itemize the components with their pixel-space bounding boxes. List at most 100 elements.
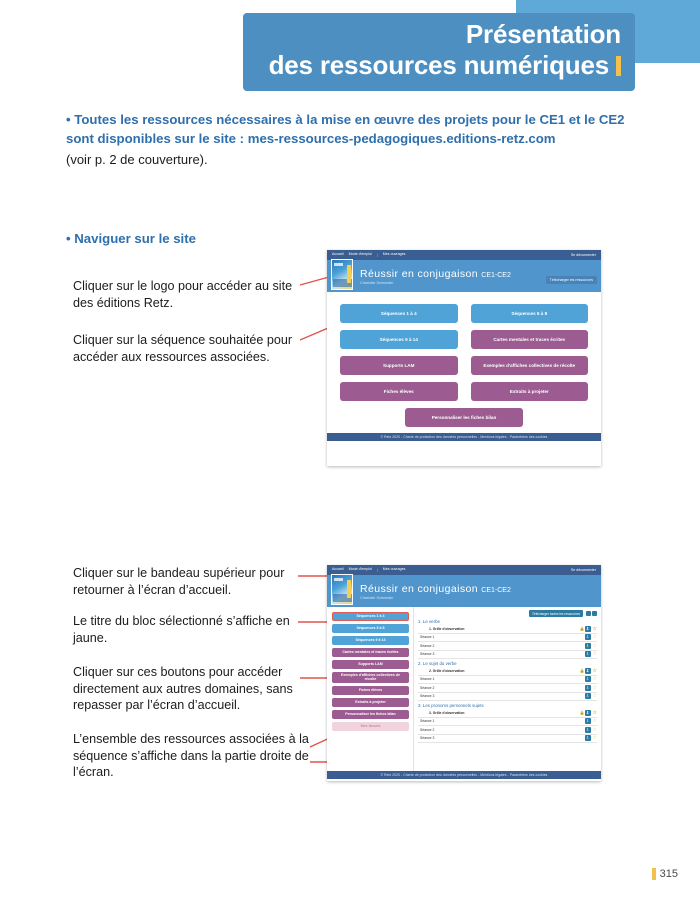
- domain-title-2: 2. Le sujet du verbe: [418, 661, 457, 666]
- domain-title-3: 3. Les pronoms personnels sujets: [418, 703, 484, 708]
- sidebar-item-mes-favoris[interactable]: Mes favoris: [332, 721, 409, 731]
- star-icon[interactable]: ☆: [592, 684, 597, 691]
- resource-name: 3. Grille d'observation: [429, 710, 465, 715]
- page-title-line2: des ressources numériques: [257, 50, 621, 81]
- mock2-footer: © Retz 2020 - Charte de protection des d…: [327, 771, 601, 779]
- star-icon[interactable]: ☆: [592, 634, 597, 641]
- domain-group: 3. Les pronoms personnels sujets 3. Gril…: [418, 703, 597, 743]
- download-icon[interactable]: ⇩: [584, 726, 591, 733]
- mock1-btn-cartes-mentales[interactable]: Cartes mentales et traces écrites: [470, 330, 588, 349]
- sidebar-item-fiches-eleves[interactable]: Fiches élèves: [332, 685, 409, 695]
- mock1-btn-extraits-a-projeter[interactable]: Extraits à projeter: [470, 382, 588, 401]
- lock-icon: 🔒: [579, 710, 585, 716]
- page-number: 315: [652, 868, 678, 880]
- resource-name: Séance 3: [420, 736, 435, 741]
- table-row[interactable]: Séance 3 ⇩☆: [418, 651, 597, 659]
- table-row[interactable]: Séance 3⇩☆: [418, 693, 597, 701]
- mock2-nav-logout[interactable]: Se déconnecter: [570, 568, 596, 572]
- section-heading-naviguer: • Naviguer sur le site: [66, 231, 196, 246]
- table-row[interactable]: Séance 2⇩☆: [418, 684, 597, 693]
- sidebar-item-affiches-collectives[interactable]: Exemples d'affiches collectives de récol…: [332, 672, 409, 683]
- sidebar-item-extraits-a-projeter[interactable]: Extraits à projeter: [332, 697, 409, 707]
- mock1-nav-accueil[interactable]: Accueil: [332, 252, 344, 257]
- mock1-hero-banner[interactable]: Réussir en conjugaison CE1-CE2 Charlotte…: [327, 259, 601, 292]
- sidebar-item-supports-lam[interactable]: Supports LAM: [332, 660, 409, 669]
- download-icon[interactable]: ⇩: [584, 676, 591, 683]
- sidebar-item-sequences-5-8[interactable]: Séquences 5 à 8: [332, 624, 409, 633]
- table-row[interactable]: 1. Grille d'observation🔒⇩☆: [418, 625, 597, 634]
- mock2-toolbar: Télécharger toutes les ressources: [418, 610, 597, 617]
- note-logo: Cliquer sur le logo pour accéder au site…: [73, 279, 293, 310]
- mock1-nav-mode-emploi[interactable]: Mode d'emploi: [348, 252, 372, 257]
- resource-name: Séance 2: [420, 727, 435, 732]
- mock2-sidebar: Séquences 1 à 4 Séquences 5 à 8 Séquence…: [327, 607, 413, 771]
- star-icon[interactable]: ☆: [592, 651, 597, 658]
- table-row[interactable]: 2. Grille d'observation🔒⇩☆: [418, 667, 597, 676]
- star-icon[interactable]: ☆: [592, 642, 597, 649]
- download-icon[interactable]: ⇩: [584, 642, 591, 649]
- download-icon[interactable]: ⇩: [584, 735, 591, 742]
- mock2-nav-mes-ouvrages[interactable]: Mes ouvrages: [382, 567, 406, 572]
- mock1-nav-logout[interactable]: Se déconnecter: [570, 253, 596, 257]
- domain-group: 1. Le verbe 1. Grille d'observation🔒⇩☆ S…: [418, 619, 597, 659]
- star-icon[interactable]: ☆: [592, 676, 597, 683]
- star-icon[interactable]: ☆: [592, 726, 597, 733]
- mock2-hero-title: Réussir en conjugaison CE1-CE2: [360, 583, 511, 595]
- star-icon[interactable]: ☆: [592, 693, 597, 700]
- download-icon[interactable]: ⇩: [584, 684, 591, 691]
- sidebar-item-cartes-mentales[interactable]: Cartes mentales et traces écrites: [332, 648, 409, 657]
- download-icon[interactable]: ⇩: [584, 651, 591, 658]
- table-row[interactable]: Séance 1⇩☆: [418, 634, 597, 642]
- mock1-btn-supports-lam[interactable]: Supports LAM: [340, 356, 458, 375]
- mock2-hero-banner[interactable]: Réussir en conjugaison CE1-CE2 Charlotte…: [327, 574, 601, 607]
- star-icon[interactable]: ☆: [592, 625, 597, 632]
- download-icon[interactable]: ⇩: [584, 693, 591, 700]
- star-icon[interactable]: ☆: [592, 718, 597, 725]
- mock1-hero-title: Réussir en conjugaison CE1-CE2: [360, 268, 511, 280]
- table-row[interactable]: 3. Grille d'observation 🔒⇩☆: [418, 709, 597, 718]
- mock1-hero-level: CE1-CE2: [481, 271, 511, 279]
- view-grid-toggle-icon[interactable]: [586, 611, 597, 616]
- download-icon[interactable]: ⇩: [584, 709, 591, 716]
- mock1-btn-sequences-1-4[interactable]: Séquences 1 à 4: [340, 304, 458, 323]
- sidebar-item-sequences-1-4[interactable]: Séquences 1 à 4: [332, 612, 409, 621]
- mock1-btn-sequences-9-14[interactable]: Séquences 9 à 14: [340, 330, 458, 349]
- mock1-btn-affiches-collectives[interactable]: Exemples d'affiches collectives de récol…: [470, 356, 588, 375]
- download-all-resources-button[interactable]: Télécharger toutes les ressources: [528, 610, 583, 617]
- table-row[interactable]: Séance 2⇩☆: [418, 642, 597, 651]
- mock1-btn-personnaliser-fiches-bilan[interactable]: Personnaliser les fiches bilan: [405, 408, 523, 427]
- note-bandeau: Cliquer sur le bandeau supérieur pour re…: [73, 566, 285, 597]
- mock1-left-column: Séquences 1 à 4 Séquences 9 à 14 Support…: [340, 304, 458, 401]
- book-cover-thumbnail[interactable]: [331, 259, 353, 290]
- lock-icon: 🔒: [579, 626, 585, 632]
- mock1-footer: © Retz 2020 - Charte de protection des d…: [327, 433, 601, 441]
- mock2-nav-accueil[interactable]: Accueil: [332, 567, 344, 572]
- page-number-value: 315: [659, 868, 678, 880]
- resource-name: Séance 3: [420, 652, 435, 657]
- table-row[interactable]: Séance 1⇩☆: [418, 676, 597, 684]
- star-icon[interactable]: ☆: [592, 709, 597, 716]
- table-row[interactable]: Séance 3 ⇩☆: [418, 735, 597, 743]
- page-number-accent-bar-icon: [652, 868, 656, 880]
- mock1-nav-mes-ouvrages[interactable]: Mes ouvrages: [382, 252, 406, 257]
- download-icon[interactable]: ⇩: [584, 718, 591, 725]
- book-cover-thumbnail[interactable]: [331, 574, 353, 605]
- table-row[interactable]: Séance 2 ⇩☆: [418, 726, 597, 735]
- mock2-hero-level: CE1-CE2: [481, 586, 511, 594]
- mock2-hero-author: Charlotte Schneider: [360, 595, 394, 600]
- mock1-btn-sequences-5-8[interactable]: Séquences 5 à 8: [470, 304, 588, 323]
- star-icon[interactable]: ☆: [592, 667, 597, 674]
- mock1-btn-fiches-eleves[interactable]: Fiches élèves: [340, 382, 458, 401]
- table-row[interactable]: Séance 1⇩☆: [418, 718, 597, 726]
- sidebar-item-sequences-9-14[interactable]: Séquences 9 à 14: [332, 636, 409, 645]
- download-icon[interactable]: ⇩: [584, 634, 591, 641]
- mock2-nav-separator: |: [376, 568, 378, 572]
- intro-paragraph: • Toutes les ressources nécessaires à la…: [66, 110, 626, 169]
- mock1-download-resources-button[interactable]: Télécharger les ressources: [545, 276, 597, 284]
- download-icon[interactable]: ⇩: [584, 625, 591, 632]
- page-title-block: Présentation des ressources numériques: [243, 13, 635, 91]
- star-icon[interactable]: ☆: [592, 735, 597, 742]
- mock2-nav-mode-emploi[interactable]: Mode d'emploi: [348, 567, 372, 572]
- download-icon[interactable]: ⇩: [584, 667, 591, 674]
- sidebar-item-personnaliser-fiches-bilan[interactable]: Personnaliser les fiches bilan: [332, 709, 409, 719]
